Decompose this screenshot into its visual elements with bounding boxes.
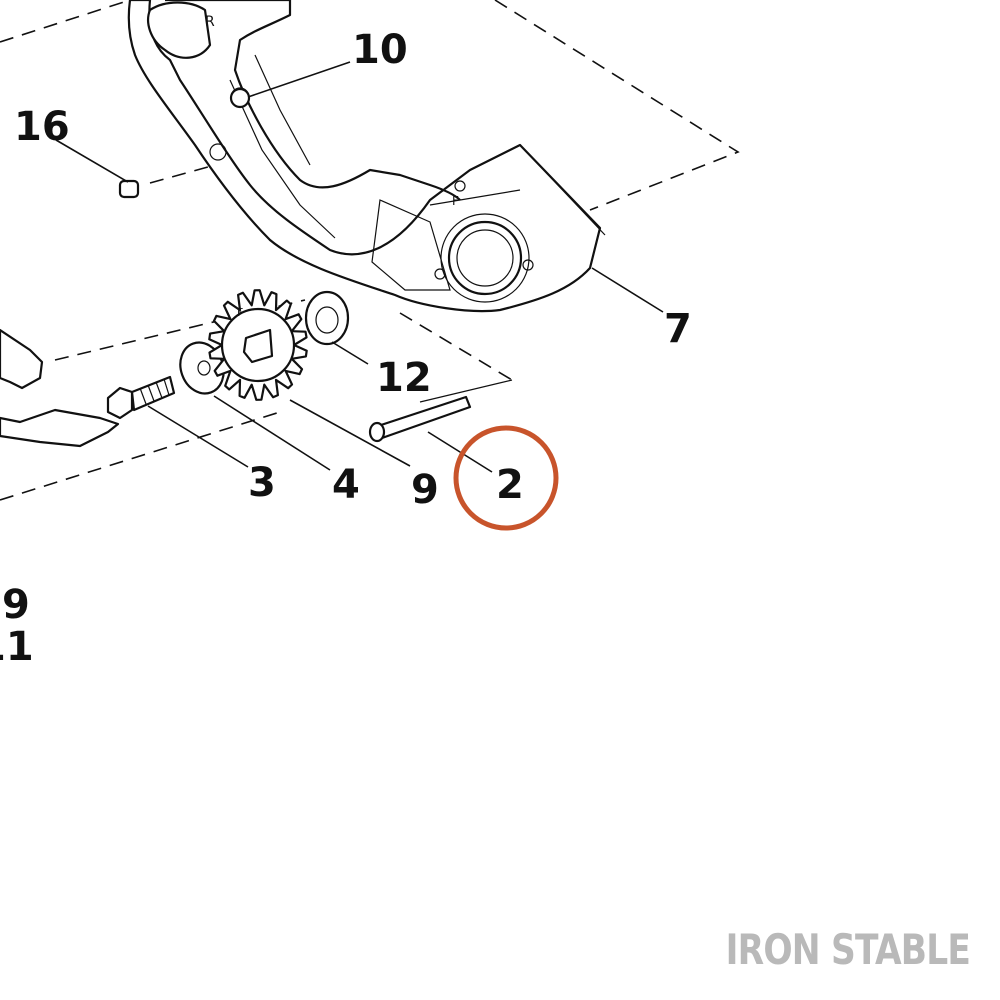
callout-2-highlight-ring (453, 425, 559, 531)
sprocket-f-mark: F (237, 306, 243, 319)
callout-2[interactable]: 2 (496, 462, 524, 508)
callout-7[interactable]: 7 (664, 306, 692, 352)
swingarm-housing-part: R F (127, 0, 606, 313)
bolt-part-3 (106, 375, 176, 420)
callout-9[interactable]: 9 (411, 467, 439, 513)
housing-f-mark: F (452, 194, 459, 208)
brand-watermark: IRON STABLE (725, 925, 971, 974)
callout-11-partial[interactable]: 11 (0, 624, 34, 670)
left-bracket-part (0, 328, 120, 448)
housing-r-mark: R (205, 14, 215, 30)
pin-part-16 (118, 179, 140, 199)
callout-4[interactable]: 4 (332, 462, 360, 508)
callout-10[interactable]: 10 (352, 27, 408, 73)
sprocket-part-9[interactable]: F (208, 289, 308, 401)
callout-12[interactable]: 12 (376, 355, 432, 401)
callout-labels: 10 16 7 12 3 4 9 2 9 11 (0, 27, 692, 670)
screw-part-10 (229, 87, 251, 109)
callout-16[interactable]: 16 (14, 104, 70, 150)
long-pin-part-2[interactable] (368, 379, 513, 443)
leader-lines (55, 61, 664, 473)
callout-3[interactable]: 3 (248, 460, 276, 506)
callout-9-partial[interactable]: 9 (2, 582, 30, 628)
ring-washer-part-12 (304, 290, 350, 346)
